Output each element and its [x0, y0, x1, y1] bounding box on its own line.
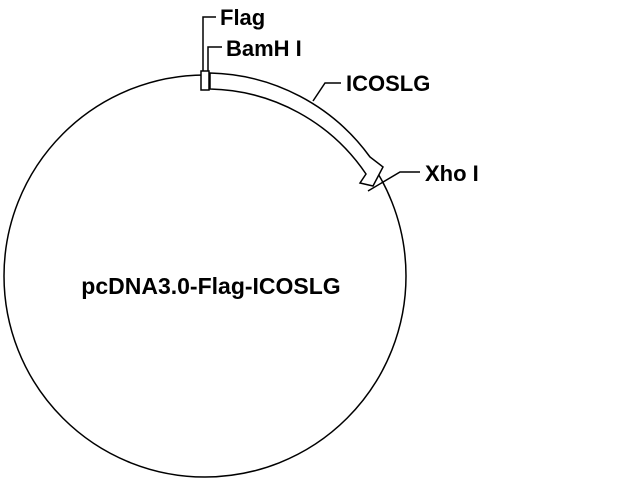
xhoi-label: Xho I	[425, 161, 479, 186]
flag-tag-box	[200, 70, 210, 91]
icoslg-leader-line	[312, 82, 341, 102]
flag-leader-line	[202, 16, 216, 71]
bamhi-leader-line	[207, 46, 222, 71]
icoslg-label: ICOSLG	[346, 71, 430, 96]
icoslg-insert-arrow	[209, 72, 384, 187]
xhoi-leader-line	[367, 171, 420, 192]
bamhi-label: BamH I	[226, 36, 302, 61]
plasmid-name-label: pcDNA3.0-Flag-ICOSLG	[81, 273, 340, 299]
flag-label: Flag	[220, 5, 265, 30]
